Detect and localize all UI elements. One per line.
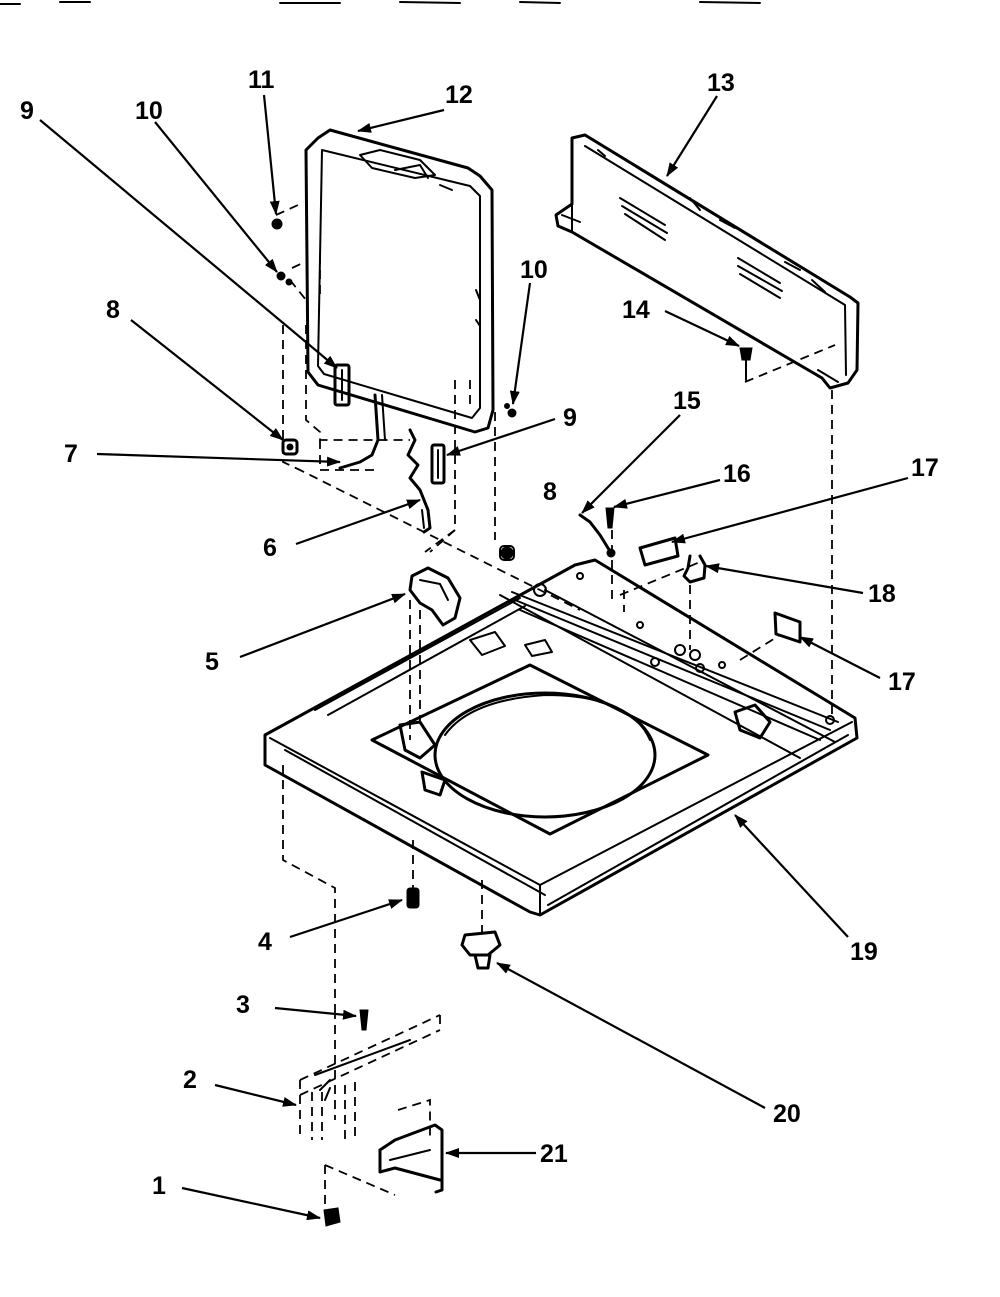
callout-17a: 17 [911, 454, 939, 482]
callout-17b: 17 [888, 668, 916, 696]
callout-18: 18 [868, 580, 896, 608]
screw-part-10-right [504, 403, 517, 418]
bracket-part-2 [299, 1014, 441, 1140]
leader-arrows [39, 94, 909, 1221]
rod-part-7 [338, 393, 386, 470]
grommet-part-8-right [499, 545, 515, 561]
callout-8a: 8 [106, 296, 120, 324]
callout-9b: 9 [563, 404, 577, 432]
rod-part-6 [406, 428, 432, 534]
callout-7: 7 [64, 440, 78, 468]
callout-15: 15 [673, 387, 701, 415]
callout-5: 5 [205, 648, 219, 676]
nut-part-4 [406, 887, 420, 909]
bumper-part-5 [408, 566, 462, 627]
callout-16: 16 [723, 460, 751, 488]
leveling-leg-part-1 [323, 1207, 341, 1227]
screw-part-10-left [276, 271, 293, 286]
callout-4: 4 [258, 928, 272, 956]
bracket-part-21 [378, 1123, 444, 1194]
callout-14: 14 [622, 296, 650, 324]
hinge-part-9-right [430, 443, 446, 485]
callout-19: 19 [850, 938, 878, 966]
callout-8b: 8 [543, 478, 557, 506]
callout-10b: 10 [520, 256, 548, 284]
spring-part-18 [682, 554, 707, 584]
callout-3: 3 [236, 991, 250, 1019]
callout-11: 11 [248, 66, 275, 94]
screw-part-3 [359, 1009, 369, 1031]
hinge-part-9-left [333, 363, 351, 407]
callout-6: 6 [263, 534, 277, 562]
screw-part-11 [271, 218, 283, 230]
screw-part-14 [739, 347, 753, 381]
control-panel-part-13 [554, 133, 860, 390]
callout-10a: 10 [135, 97, 163, 125]
callout-9a: 9 [20, 97, 34, 125]
callout-12: 12 [445, 81, 473, 109]
callout-2: 2 [183, 1066, 197, 1094]
callout-13: 13 [707, 69, 735, 97]
grommet-part-8-left [281, 438, 299, 456]
foot-part-20 [460, 930, 502, 970]
cabinet-top-part-19 [263, 558, 859, 917]
bracket-part-17-lower [773, 611, 802, 644]
bracket-part-17-upper [638, 536, 680, 567]
screw-part-16 [605, 507, 615, 529]
top-edge-fragments [0, 1, 761, 5]
assembly-guide-lines [275, 204, 836, 1210]
callout-21: 21 [540, 1140, 568, 1168]
lid-part-12 [304, 128, 495, 434]
callout-20: 20 [773, 1100, 801, 1128]
callout-labels: 1 2 3 4 5 6 7 8 8 9 9 10 10 11 12 13 14 … [20, 66, 939, 1200]
callout-1: 1 [152, 1172, 166, 1200]
clip-part-15 [578, 513, 616, 558]
